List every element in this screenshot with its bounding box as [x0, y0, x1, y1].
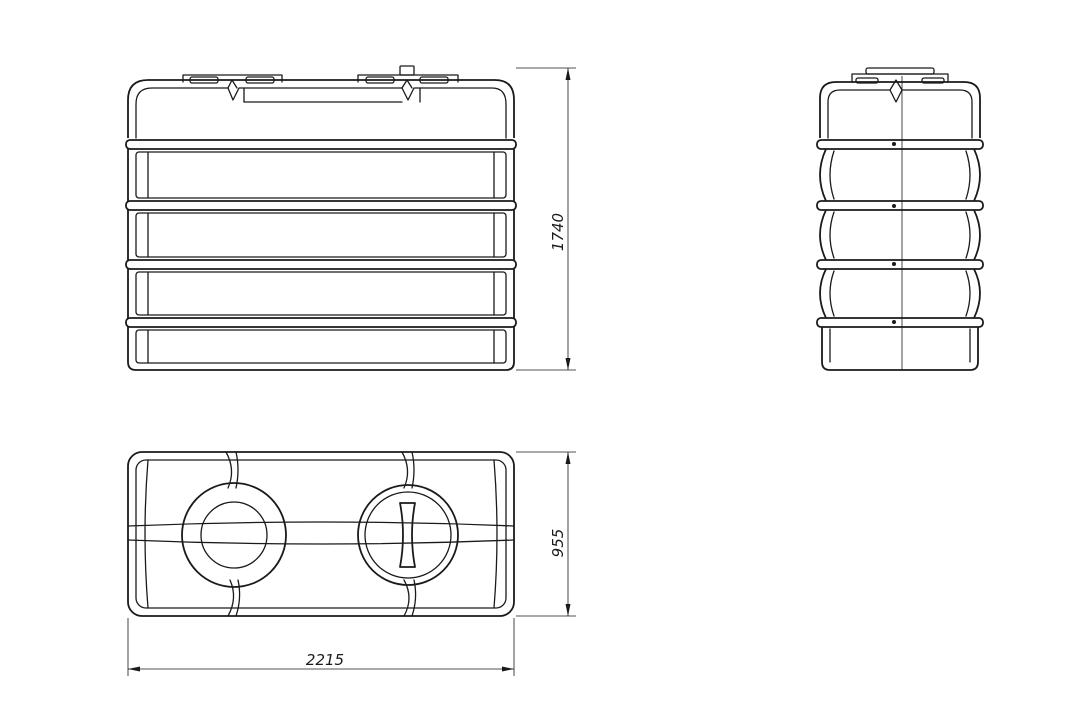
- front-view-panel-1: [127, 149, 515, 201]
- front-view-rib-1: [125, 139, 517, 150]
- height-dimension: 1740: [516, 67, 576, 371]
- width-dimension: 955: [516, 451, 576, 617]
- top-view-hatch-right: [357, 484, 459, 586]
- width-dimension-label: 955: [549, 529, 567, 558]
- front-view-rib-4: [125, 317, 517, 328]
- length-dimension: 2215: [127, 618, 515, 676]
- front-view-panel-3: [127, 269, 515, 318]
- front-view-rib-2: [125, 200, 517, 211]
- front-view-panel-2: [127, 210, 515, 260]
- height-dimension-label: 1740: [549, 213, 567, 251]
- front-view-bottom-section: [127, 327, 515, 371]
- top-view-hatch-left: [181, 482, 287, 588]
- side-view: [816, 67, 984, 371]
- length-dimension-label: 2215: [306, 651, 344, 669]
- top-view: [127, 451, 515, 617]
- front-view-top-section: [127, 79, 515, 138]
- front-view-rib-3: [125, 259, 517, 270]
- front-view: [125, 65, 517, 371]
- hatch-handle: [399, 502, 416, 568]
